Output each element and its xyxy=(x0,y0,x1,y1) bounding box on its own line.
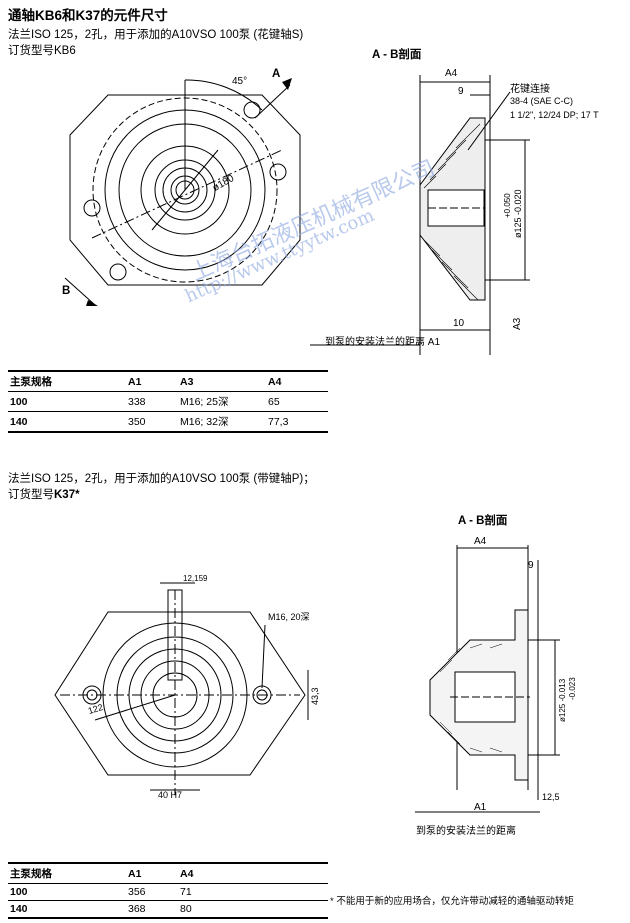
table-row: 140 350 M16; 32深 77,3 xyxy=(8,411,328,433)
table-cell: 80 xyxy=(178,900,328,919)
section2-section-label: A - B剖面 xyxy=(458,515,508,527)
dim-12-5-label: 12,5 xyxy=(542,792,560,802)
section2-dim-9-label: 9 xyxy=(528,560,534,571)
section2-a1-label: A1 xyxy=(474,802,487,813)
dim-12-label: 12,159 xyxy=(183,574,208,583)
angle-45-label: 45° xyxy=(232,76,248,87)
a3-label: A3 xyxy=(512,317,523,330)
arrow-a-label: A xyxy=(272,68,281,80)
table-header: 主泵规格 xyxy=(8,370,126,392)
spline-title-label: 花键连接 xyxy=(510,84,550,95)
table-header: A4 xyxy=(178,862,328,884)
table-cell: M16; 32深 xyxy=(178,411,266,433)
table-cell: 100 xyxy=(8,391,126,412)
section1-description: 法兰ISO 125，2孔，用于添加的A10VSO 100泵 (花键轴S) xyxy=(8,29,304,41)
a4-label: A4 xyxy=(445,68,458,79)
table-cell: 338 xyxy=(126,391,178,412)
section2-mount-distance-label: 到泵的安装法兰的距离 xyxy=(416,826,516,837)
dim-10-label: 10 xyxy=(453,318,465,329)
table-cell: 77,3 xyxy=(266,411,328,433)
table-header: A1 xyxy=(126,862,178,884)
section2-order-code: 订货型号K37* xyxy=(8,486,80,502)
table-cell: 65 xyxy=(266,391,328,412)
m16-label: M16, 20深 xyxy=(268,612,310,622)
dia-40-label: 40 H7 xyxy=(158,790,183,800)
section2-order-code-value: K37* xyxy=(54,489,80,501)
table-header: A3 xyxy=(178,370,266,392)
kb6-dimension-table: 主泵规格 A1 A3 A4 100 338 M16; 25深 65 140 35… xyxy=(8,370,328,433)
section1-order-code: 订货型号KB6 xyxy=(8,45,76,57)
table-header: A1 xyxy=(126,370,178,392)
dim-43-label: 43,3 xyxy=(310,687,320,705)
table-header: A4 xyxy=(266,370,328,392)
section2-order-prefix: 订货型号 xyxy=(8,489,54,501)
dim-9-label: 9 xyxy=(458,86,464,97)
page-title: 通轴KB6和K37的元件尺寸 xyxy=(8,8,168,23)
spline-spec2-label: 1 1/2", 12/24 DP; 17 T xyxy=(510,110,599,120)
dia-125-tol-label: +0.050 xyxy=(503,193,512,218)
table-cell: 140 xyxy=(8,900,126,919)
dia-125-label: ø125 -0.020 xyxy=(513,189,523,238)
spline-spec1-label: 38-4 (SAE C-C) xyxy=(510,96,574,106)
table-cell: 350 xyxy=(126,411,178,433)
table-cell: 356 xyxy=(126,883,178,901)
section2-description: 法兰ISO 125，2孔，用于添加的A10VSO 100泵 (带键轴P)； xyxy=(8,473,315,485)
table-cell: M16; 25深 xyxy=(178,391,266,412)
table-cell: 71 xyxy=(178,883,328,901)
table-cell: 368 xyxy=(126,900,178,919)
k37-dimension-table: 主泵规格 A1 A4 100 356 71 140 368 80 xyxy=(8,862,328,919)
section1-section-label: A - B剖面 xyxy=(372,49,422,61)
section2-dia-125-tol-label: -0.023 xyxy=(568,677,577,700)
table-cell: 100 xyxy=(8,883,126,901)
arrow-b-label: B xyxy=(62,285,71,297)
table-row: 100 356 71 xyxy=(8,883,328,901)
section2-a4-label: A4 xyxy=(474,536,487,547)
table-row: 100 338 M16; 25深 65 xyxy=(8,391,328,412)
mount-distance-label: 到泵的安装法兰的距离 A1 xyxy=(325,337,441,348)
section2-dia-125-label: ø125 -0.013 xyxy=(558,678,567,722)
table-header: 主泵规格 xyxy=(8,862,126,884)
table-cell: 140 xyxy=(8,411,126,433)
table-row: 140 368 80 xyxy=(8,900,328,919)
footnote: * 不能用于新的应用场合，仅允许带动减轻的通轴驱动转矩 xyxy=(330,896,574,907)
